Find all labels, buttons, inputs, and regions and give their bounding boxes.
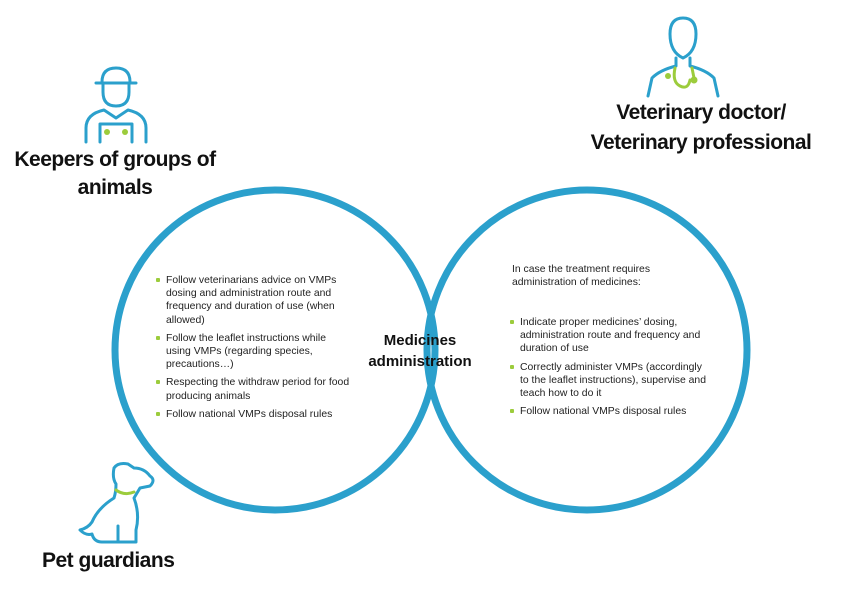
- list-item: Indicate proper medicines’ dosing, admin…: [510, 316, 706, 356]
- center-title: Medicines administration: [368, 332, 472, 370]
- keeper-responsibilities-list: Follow veterinarians advice on VMPs dosi…: [156, 274, 352, 426]
- list-item: Follow the leaflet instructions while us…: [156, 332, 352, 372]
- right-circle: [423, 186, 751, 514]
- list-item: Correctly administer VMPs (accordingly t…: [510, 361, 706, 401]
- vet-label-line1: Veterinary doctor/: [616, 101, 786, 124]
- vet-responsibilities-list: Indicate proper medicines’ dosing, admin…: [510, 316, 706, 423]
- list-item: Follow national VMPs disposal rules: [156, 408, 352, 421]
- veterinarian-icon: [646, 16, 720, 98]
- left-circle: [111, 186, 439, 514]
- pet-guardians-label: Pet guardians: [42, 549, 175, 572]
- farmer-icon: [84, 66, 148, 144]
- list-item: Follow veterinarians advice on VMPs dosi…: [156, 274, 352, 327]
- dog-icon: [78, 462, 155, 544]
- list-item: Respecting the withdraw period for food …: [156, 376, 352, 402]
- vet-label: Veterinary doctor/ Veterinary profession…: [560, 98, 842, 158]
- list-item: Follow national VMPs disposal rules: [510, 405, 706, 418]
- vet-label-line2: Veterinary professional: [590, 131, 812, 154]
- vet-intro-text: In case the treatment requires administr…: [512, 264, 651, 289]
- keepers-label: Keepers of groups of animals: [14, 148, 216, 199]
